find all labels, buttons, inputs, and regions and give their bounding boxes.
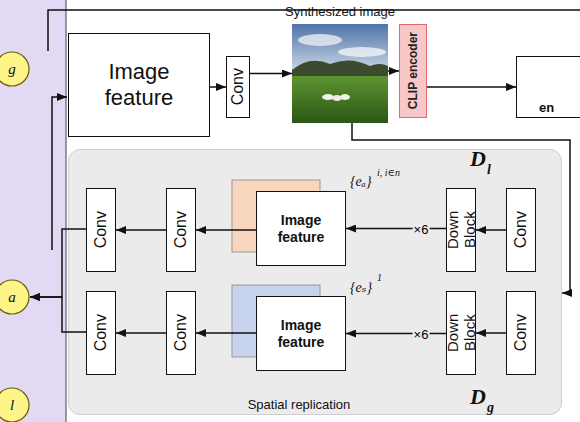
synthesized-picture xyxy=(292,24,388,123)
encoder-box: en xyxy=(516,56,580,118)
node-label: Down Block xyxy=(445,301,478,365)
conv-box: Conv xyxy=(166,188,196,272)
node-label: Conv xyxy=(512,211,530,248)
repeat-label: ×6 xyxy=(413,326,430,341)
arrow-connector xyxy=(250,73,292,75)
node-label: Spatial replication xyxy=(209,397,389,412)
symbol-circle: l xyxy=(0,387,30,422)
circle-shape xyxy=(0,52,29,86)
node-label: Conv xyxy=(92,314,110,351)
conv-box: Conv xyxy=(86,188,116,272)
feature-box: Image feature xyxy=(256,296,346,371)
conv-box: Conv xyxy=(506,188,536,272)
node-label: Conv xyxy=(172,211,190,248)
node-label: Conv xyxy=(229,68,247,105)
hills xyxy=(292,60,388,80)
feature-box: Image feature xyxy=(256,191,346,266)
node-label: Synthesized image xyxy=(272,4,408,19)
layer-box: Down Block xyxy=(446,188,476,272)
arrow-connector xyxy=(210,86,226,88)
node-label: g xyxy=(8,61,16,78)
discriminator-panel: Spatial replicationConvConvImage feature… xyxy=(68,149,562,415)
sheep xyxy=(340,94,350,100)
panel-edge xyxy=(66,0,67,422)
sheep xyxy=(322,94,334,100)
circle-outline xyxy=(0,387,30,422)
math-label: {eₛ} xyxy=(350,279,372,296)
math-label: i, i∈n xyxy=(377,167,400,178)
sheep xyxy=(332,95,342,101)
node-label: en xyxy=(539,100,554,115)
conv-box: Conv xyxy=(226,56,250,118)
cloud xyxy=(298,34,342,46)
conv-box: Conv xyxy=(166,291,196,375)
node-label: Image feature xyxy=(266,212,336,244)
node-label: Conv xyxy=(172,314,190,351)
node-label: Image feature xyxy=(94,59,184,112)
node-label: CLIP encoder xyxy=(406,32,420,109)
math-label: D xyxy=(470,146,486,172)
math-label: l xyxy=(487,162,491,178)
repeat-label: ×6 xyxy=(413,221,430,236)
symbol-circle: a xyxy=(0,279,30,315)
arrow-connector xyxy=(427,86,516,88)
math-label: D xyxy=(470,384,486,410)
math-label: 1 xyxy=(377,272,382,283)
synthesized-image: Synthesized image xyxy=(292,24,388,123)
math-label: g xyxy=(487,400,494,416)
node-label: Conv xyxy=(512,314,530,351)
symbol-circle: g xyxy=(0,51,30,87)
math-label: {eₐ} xyxy=(350,174,372,190)
feature-box: Image feature xyxy=(68,33,210,137)
node-label: l xyxy=(10,397,14,414)
layer-box: Down Block xyxy=(446,291,476,375)
conv-box: Conv xyxy=(506,291,536,375)
node-label: Conv xyxy=(92,211,110,248)
node-label: Image feature xyxy=(266,317,336,349)
sky xyxy=(292,24,388,76)
encoder-box: CLIP encoder xyxy=(399,24,427,118)
node-label: Down Block xyxy=(445,198,478,262)
circle-shape xyxy=(0,280,29,314)
node-label: a xyxy=(8,289,16,306)
arrow-connector xyxy=(388,70,399,72)
input-wire xyxy=(52,97,67,250)
field xyxy=(292,76,388,123)
conv-box: Conv xyxy=(86,291,116,375)
side-panel xyxy=(0,0,66,422)
cloud xyxy=(338,47,386,57)
circle-shape xyxy=(0,388,29,422)
